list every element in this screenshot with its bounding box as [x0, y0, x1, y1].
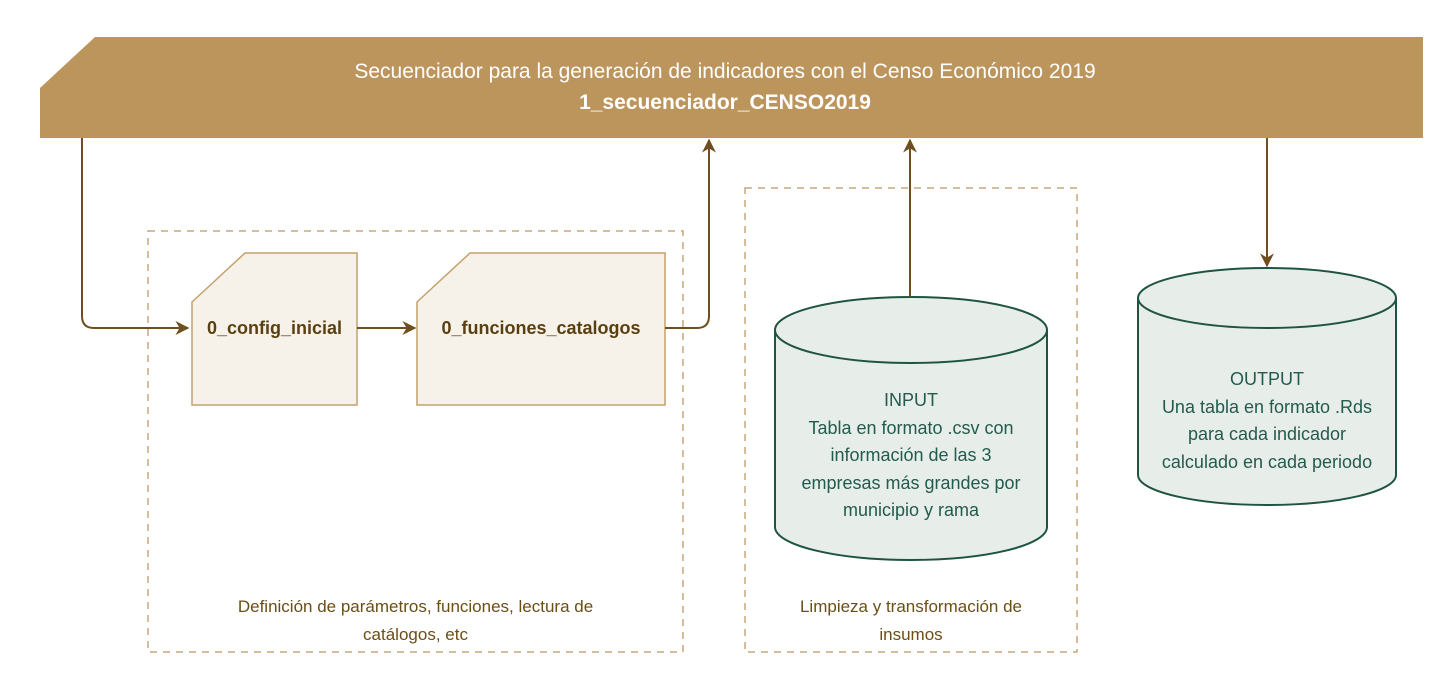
input-text: INPUT Tabla en formato .csv con informac…	[775, 387, 1047, 525]
input-line: Tabla en formato .csv con	[808, 417, 1014, 438]
arrow-banner-to-config	[81, 138, 190, 335]
banner-shape	[40, 37, 1423, 138]
output-line: calculado en cada periodo	[1161, 451, 1373, 472]
group-definicion	[147, 230, 684, 653]
banner-subtitle: 1_secuenciador_CENSO2019	[579, 91, 871, 114]
input-line: información de las 3	[830, 445, 992, 465]
group-label-line: insumos	[879, 625, 943, 644]
group-limpieza-label: Limpieza y transformación de insumos	[745, 593, 1077, 649]
output-title: OUTPUT	[1230, 369, 1304, 389]
group-label-line: catálogos, etc	[363, 625, 468, 644]
input-cylinder	[774, 296, 1048, 561]
banner-title: Secuenciador para la generación de indic…	[354, 60, 1096, 83]
group-limpieza	[744, 187, 1078, 653]
output-text: OUTPUT Una tabla en formato .Rds para ca…	[1138, 366, 1396, 476]
output-line: Una tabla en formato .Rds	[1161, 396, 1373, 417]
input-line: empresas más grandes por	[801, 472, 1021, 493]
output-cylinder	[1137, 267, 1397, 506]
arrow-funciones-to-banner	[665, 138, 716, 329]
input-title: INPUT	[884, 390, 938, 410]
group-label-line: Limpieza y transformación de	[799, 597, 1023, 616]
input-line: municipio y rama	[842, 500, 980, 520]
output-line: para cada indicador	[1187, 424, 1347, 444]
node-config-label: 0_config_inicial	[206, 318, 343, 338]
group-definicion-label: Definición de parámetros, funciones, lec…	[148, 593, 683, 649]
node-funciones-label: 0_funciones_catalogos	[441, 318, 641, 338]
group-label-line: Definición de parámetros, funciones, lec…	[237, 597, 594, 616]
